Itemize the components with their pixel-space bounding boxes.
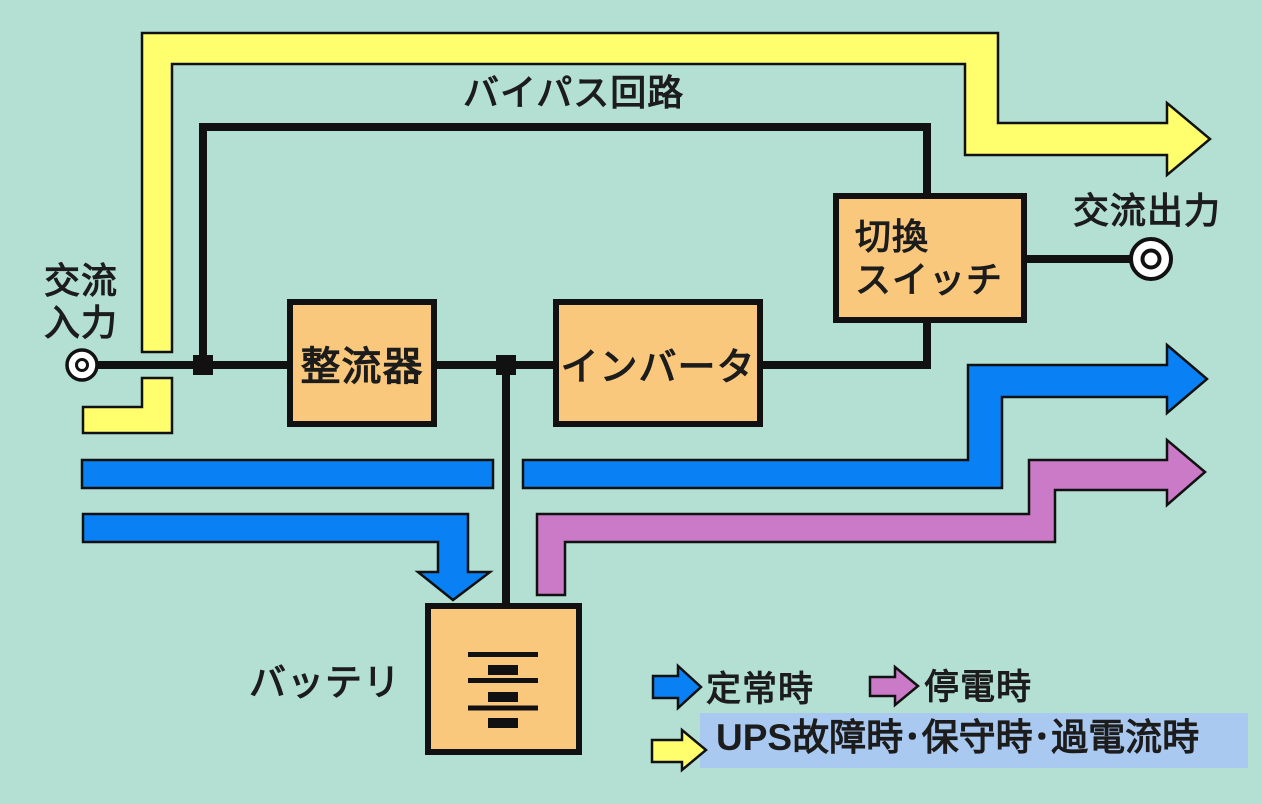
ac-input-terminal-icon xyxy=(65,348,99,382)
charge-flow-arrow xyxy=(81,512,494,602)
junction-dot-bypass xyxy=(193,355,213,375)
wire-bypass-line xyxy=(199,123,931,365)
discharge-flow-arrow xyxy=(535,437,1207,597)
legend-outage-label: 停電時 xyxy=(924,668,1033,707)
bypass-flow-arrow xyxy=(140,31,1212,354)
inverter-box-label: インバータ xyxy=(560,346,756,389)
legend-banner xyxy=(700,713,1248,768)
transfer-switch-box-label: 切換 スイッチ xyxy=(855,215,1004,300)
bypass-circuit-label: バイパス回路 xyxy=(463,72,685,113)
rectifier-box-label: 整流器 xyxy=(300,345,424,389)
wire-inverter-to-switch xyxy=(758,320,931,369)
legend-bypass-arrow-icon xyxy=(650,727,708,773)
inverter-box xyxy=(553,299,763,427)
normal-flow-arrow-out xyxy=(521,342,1209,490)
bypass-flow-start-segment xyxy=(81,376,174,435)
rectifier-box xyxy=(287,299,437,427)
ac-output-label: 交流出力 xyxy=(1073,190,1222,231)
battery-symbol-icon xyxy=(468,652,538,728)
junction-dot-battery xyxy=(496,355,516,375)
ac-output-terminal-icon xyxy=(1129,237,1173,281)
legend-outage-arrow-icon xyxy=(868,664,920,708)
normal-flow-bar-left xyxy=(80,458,495,490)
legend-bypass-label: UPS故障時･保守時･過電流時 xyxy=(716,717,1200,758)
battery-label: バッテリ xyxy=(249,662,401,703)
ac-input-label: 交流 入力 xyxy=(44,260,119,344)
legend-normal-label: 定常時 xyxy=(706,670,815,709)
transfer-switch-box xyxy=(833,193,1027,323)
legend-normal-arrow-icon xyxy=(651,663,703,711)
